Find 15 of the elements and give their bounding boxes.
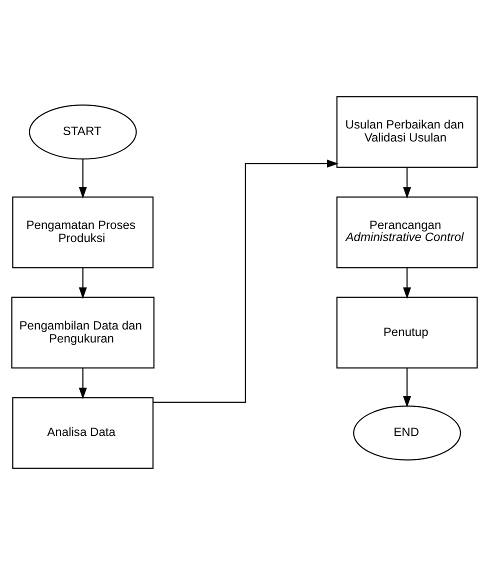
node-box: Analisa Data [12,397,154,469]
arrow [403,368,412,408]
arrow [78,268,87,299]
arrow [403,167,412,199]
node-ellipse: START [28,104,137,160]
arrow [153,160,339,403]
node-box: Penutup [336,296,478,369]
node-box: Perancangan Administrative Control [336,196,478,268]
arrow [78,368,87,400]
arrow [78,159,87,199]
node-ellipse: END [353,405,462,460]
arrow [403,268,412,299]
node-box: Pengamatan Proses Produksi [12,196,154,268]
node-box: Pengambilan Data dan Pengukuran [11,296,154,369]
node-box: Usulan Perbaikan dan Validasi Usulan [336,96,478,168]
